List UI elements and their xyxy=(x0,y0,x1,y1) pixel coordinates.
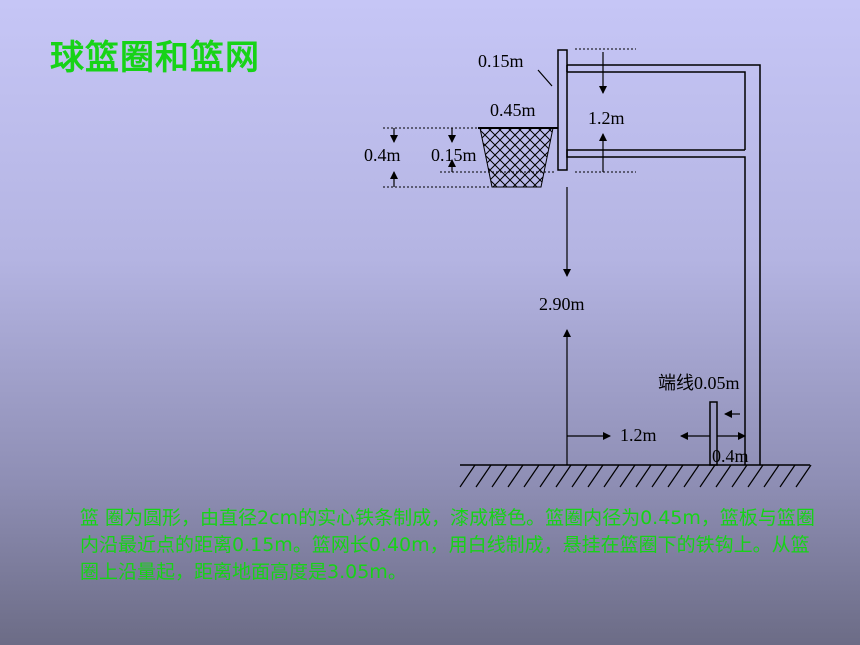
endline-label: 端线0.05m xyxy=(658,373,740,393)
backboard-height-label: 1.2m xyxy=(588,108,625,128)
hoop-net xyxy=(478,127,558,188)
page-title: 球篮圈和篮网 xyxy=(50,38,260,78)
rim-height-label: 2.90m xyxy=(539,294,585,314)
board-thickness-label: 0.15m xyxy=(478,51,524,71)
ground xyxy=(459,464,812,488)
net-length-label: 0.4m xyxy=(364,145,401,165)
dimension-arrows xyxy=(390,52,746,465)
rim-offset-label: 0.15m xyxy=(431,145,477,165)
pole-distance-label: 1.2m xyxy=(620,425,657,445)
reference-lines xyxy=(383,48,636,188)
description-text: 篮 圈为圆形，由直径2cm的实心铁条制成，漆成橙色。篮圈内径为0.45m，篮板与… xyxy=(80,507,815,583)
backboard xyxy=(557,49,568,171)
endline-marker xyxy=(709,401,718,466)
rim-diameter-label: 0.45m xyxy=(490,100,536,120)
endline-gap-label: 0.4m xyxy=(712,446,749,466)
